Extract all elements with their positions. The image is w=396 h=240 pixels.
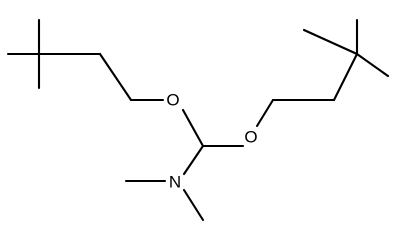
oxygen-atom-left: O [166,91,179,110]
bond-right-ch2-to-quaternary [332,52,359,102]
bond-left-oxygen-to-acetal-carbon [181,108,205,148]
left-neohexyl-chain [6,18,165,102]
right-neohexyl-chain [255,18,390,128]
bond-nitrogen-to-methyl-bottom [182,188,205,222]
oxygen-atom-right: O [244,128,257,147]
bond-right-tbutyl-methyl-left [302,28,359,56]
bond-right-tbutyl-methyl-right [355,52,390,78]
bond-left-ch2-to-ch2 [98,52,133,102]
acetal-center [124,108,245,222]
bond-acetal-carbon-to-nitrogen [182,144,205,176]
bond-right-oxygen-to-ch2 [255,98,275,128]
nitrogen-atom: N [169,173,181,192]
chemical-structure-drawing: O O N [6,18,390,222]
